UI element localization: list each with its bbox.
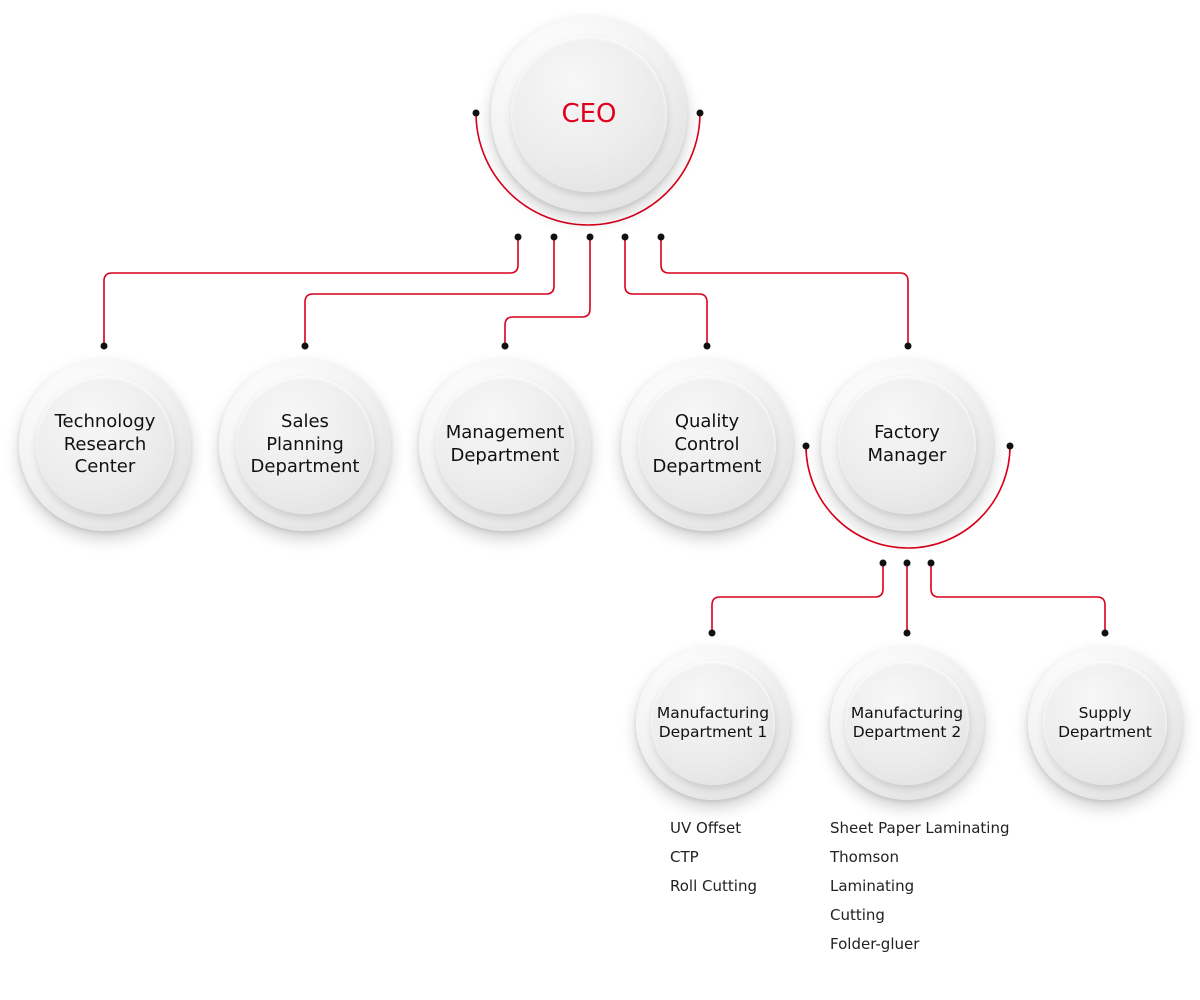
node-inner: Technology Research Center [36,376,174,514]
connector-dot [696,109,704,117]
connector-dot [903,629,911,637]
sales-planning-department-label: Sales Planning Department [250,411,360,478]
connector-dot [879,559,887,567]
ceo-arc-connector [475,112,701,226]
quality-control-department-label: Quality Control Department [652,411,762,478]
management-department-label: Management Department [445,422,565,466]
connector-dot [1006,442,1014,450]
connector-dot [1101,629,1109,637]
connector-dot [903,559,911,567]
supply-department-node[interactable]: Supply Department [1028,646,1182,800]
sales-planning-department-node[interactable]: Sales Planning Department [219,359,391,531]
node-inner: Sales Planning Department [236,376,374,514]
node-inner: Management Department [436,376,574,514]
connector-dot [802,442,810,450]
connector-dot [514,233,522,241]
list-item: Sheet Paper Laminating [830,819,1010,837]
factory-arc-connector [805,445,1011,549]
list-item: Thomson [830,848,899,866]
ceo-label: CEO [561,98,617,129]
connector-ceo-quality [624,237,708,346]
connector-dots [100,109,1109,637]
connector-dot [904,342,912,350]
manufacturing-department-2-label: Manufacturing Department 2 [850,703,964,741]
manufacturing-department-1-items: UV Offset CTP Roll Cutting [670,814,757,901]
factory-manager-node[interactable]: Factory Manager [821,359,993,531]
list-item: Laminating [830,877,915,895]
connector-dot [703,342,711,350]
node-inner: Quality Control Department [638,376,776,514]
connector-dot [301,342,309,350]
technology-research-center-node[interactable]: Technology Research Center [19,359,191,531]
node-inner: Supply Department [1043,661,1167,785]
connector-dot [550,233,558,241]
list-item: UV Offset [670,819,742,837]
list-item: CTP [670,848,699,866]
connector-factory-supply [930,563,1106,633]
list-item: Cutting [830,906,885,924]
connector-dot [586,233,594,241]
connector-dot [621,233,629,241]
list-item: Folder-gluer [830,935,920,953]
ceo-node-inner: CEO [510,35,668,193]
supply-department-label: Supply Department [1058,703,1152,741]
connector-dot [501,342,509,350]
node-inner: Manufacturing Department 1 [651,661,775,785]
management-department-node[interactable]: Management Department [419,359,591,531]
connector-ceo-factory [660,237,909,346]
quality-control-department-node[interactable]: Quality Control Department [621,359,793,531]
connector-ceo-technology [103,237,519,346]
manufacturing-department-1-node[interactable]: Manufacturing Department 1 [636,646,790,800]
factory-manager-label: Factory Manager [867,422,947,466]
connector-dot [100,342,108,350]
ceo-node[interactable]: CEO [491,16,687,212]
connector-dot [927,559,935,567]
node-inner: Factory Manager [838,376,976,514]
node-inner: Manufacturing Department 2 [845,661,969,785]
connector-dot [657,233,665,241]
technology-research-center-label: Technology Research Center [54,411,156,478]
connector-ceo-management [504,237,591,346]
list-item: Roll Cutting [670,877,757,895]
manufacturing-department-2-items: Sheet Paper Laminating Thomson Laminatin… [830,814,1010,959]
connector-ceo-sales [304,237,555,346]
manufacturing-department-2-node[interactable]: Manufacturing Department 2 [830,646,984,800]
connector-dot [472,109,480,117]
connector-factory-manufacturing-1 [711,563,884,633]
manufacturing-department-1-label: Manufacturing Department 1 [656,703,770,741]
connector-dot [708,629,716,637]
